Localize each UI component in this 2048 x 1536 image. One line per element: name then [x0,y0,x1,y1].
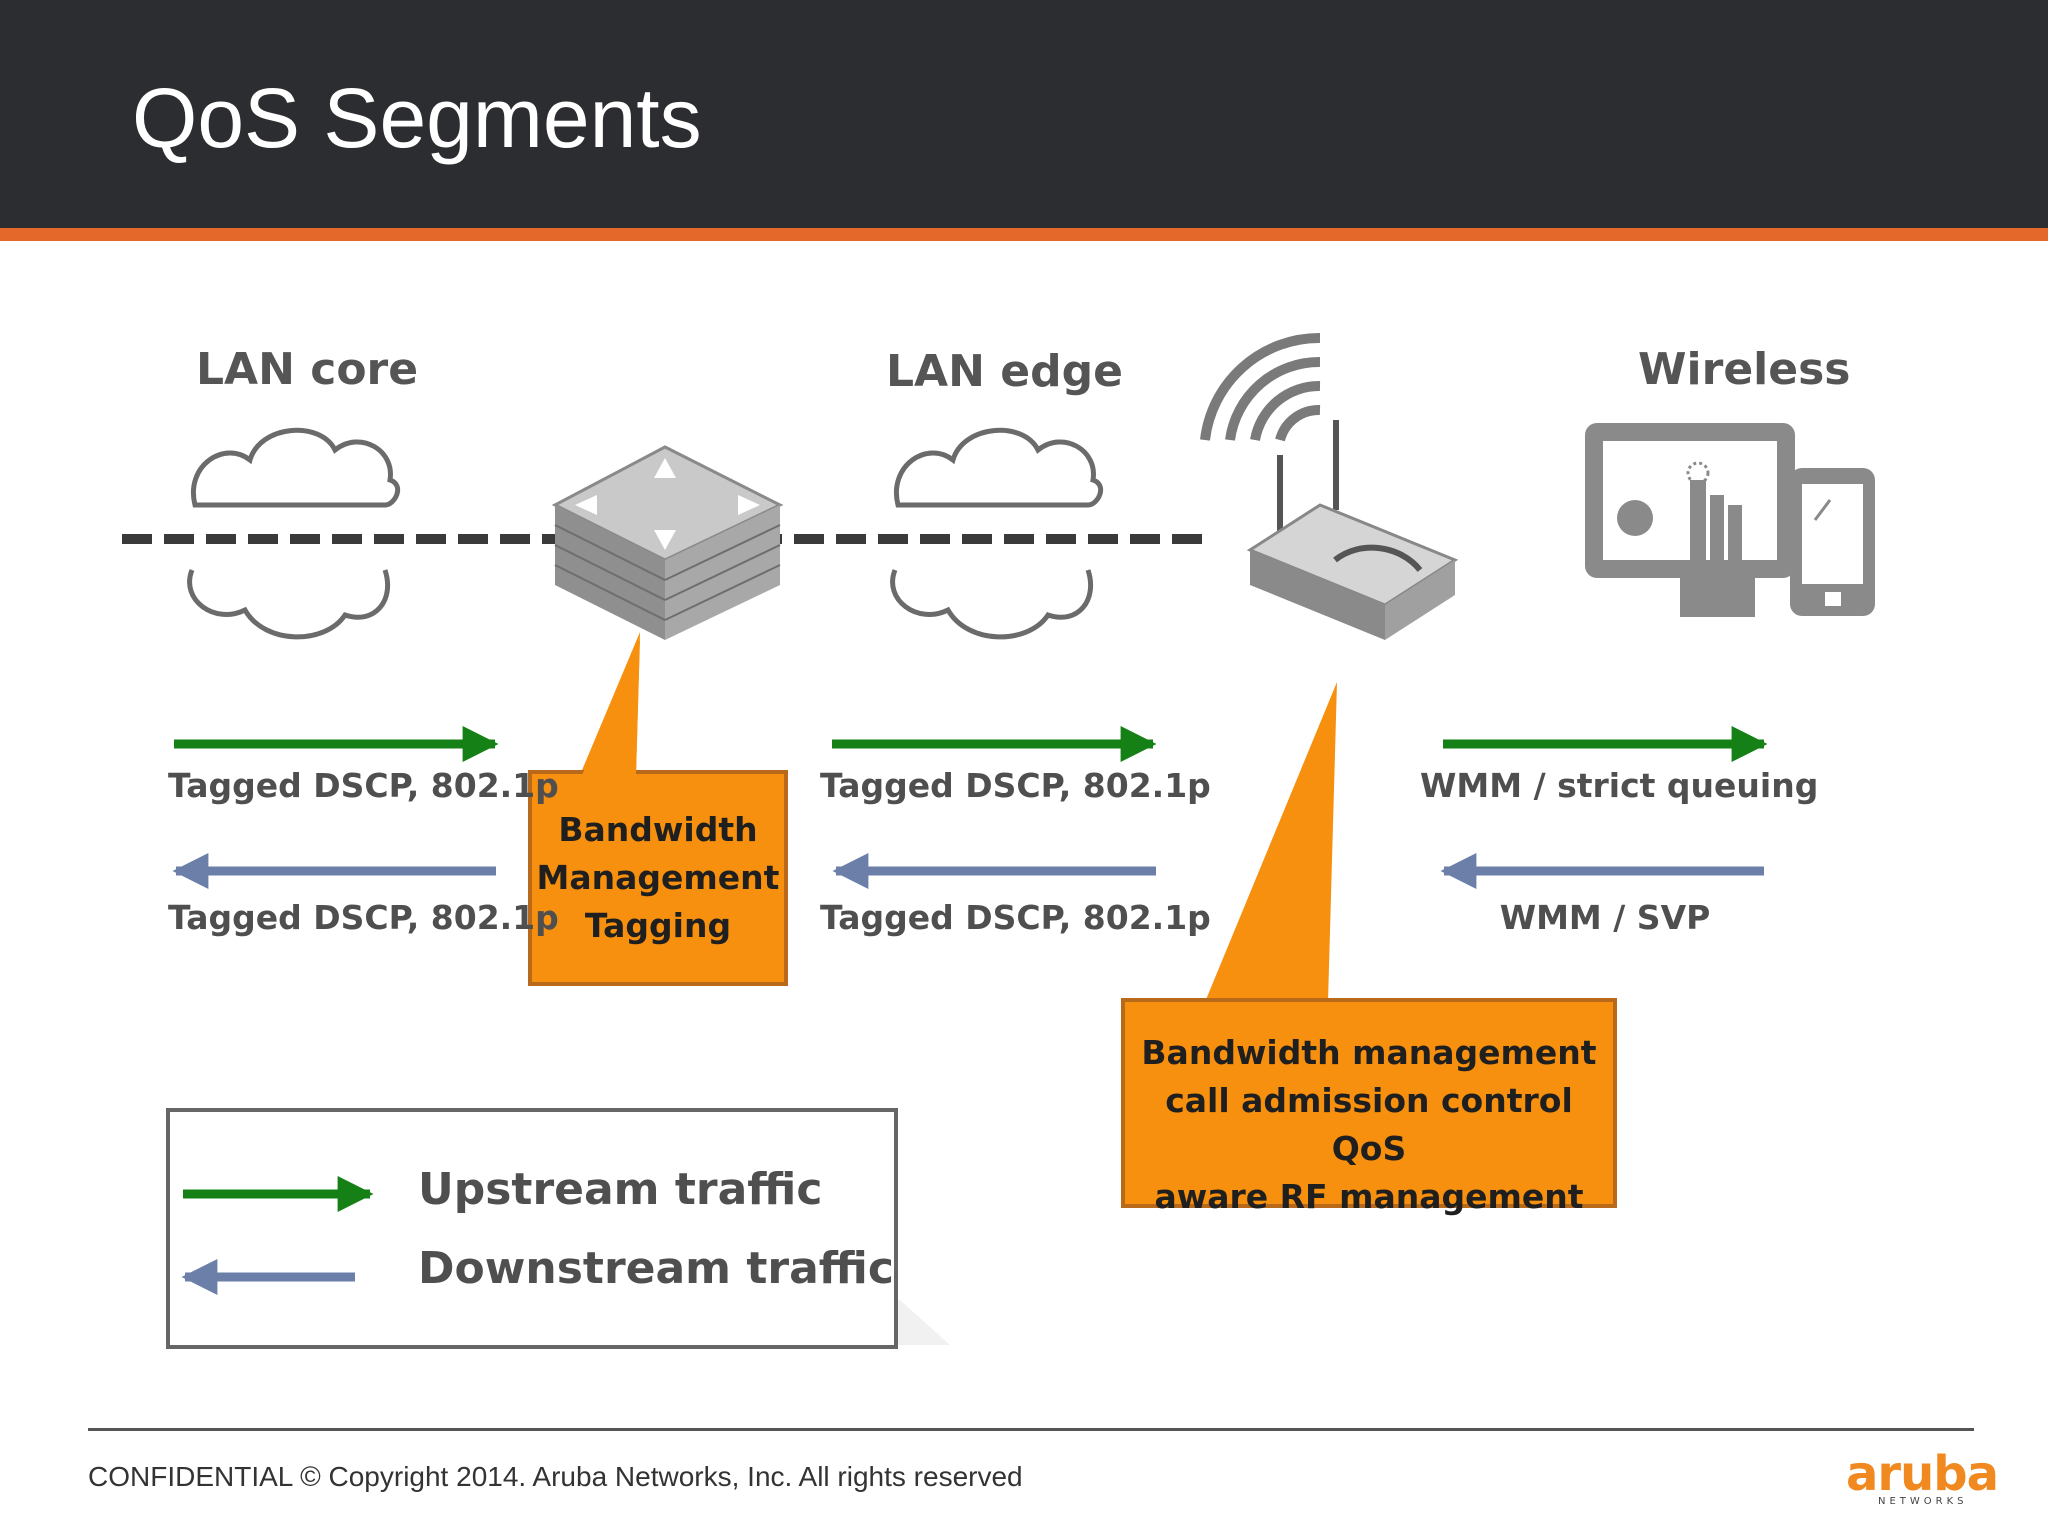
tablet-phone-icon [1585,423,1875,617]
aruba-logo: aruba [1846,1446,1999,1502]
switch-callout-text: Bandwidth Management Tagging [530,806,786,950]
downstream-label-lan-core: Tagged DSCP, 802.1p [168,898,559,937]
upstream-label-lan-edge: Tagged DSCP, 802.1p [820,766,1211,805]
switch-callout [528,632,788,986]
upstream-label-wireless: WMM / strict queuing [1420,766,1819,805]
downstream-label-wireless: WMM / SVP [1499,898,1711,937]
legend-upstream-label: Upstream traffic [418,1164,823,1215]
upstream-label-lan-core: Tagged DSCP, 802.1p [168,766,559,805]
slide-header [0,0,2048,228]
cloud-icon [187,427,401,640]
footer-copyright: CONFIDENTIAL © Copyright 2014. Aruba Net… [88,1461,1023,1492]
access-point-callout [1121,682,1617,1208]
footer-divider [88,1428,1974,1431]
slide-title: QoS Segments [132,71,702,165]
segment-label-wireless: Wireless [1638,344,1851,395]
legend-box [166,1108,950,1349]
access-point-callout-text: Bandwidth management call admission cont… [1123,1029,1615,1221]
segment-label-lan-edge: LAN edge [886,346,1123,397]
switch-callout-line: Bandwidth [558,810,758,849]
switch-callout-line: Tagging [584,906,732,945]
header-accent-bar [0,228,2048,241]
segment-label-lan-core: LAN core [196,344,419,395]
access-point-callout-line: call admission control QoS [1165,1081,1573,1168]
access-point-callout-line: Bandwidth management [1141,1033,1597,1072]
firewall-switch-icon [551,445,784,640]
access-point-callout-line: aware RF management [1154,1177,1584,1216]
legend-downstream-label: Downstream traffic [418,1243,894,1294]
aruba-logo-subtitle: NETWORKS [1878,1496,1968,1507]
downstream-label-lan-edge: Tagged DSCP, 802.1p [820,898,1211,937]
wireless-access-point-icon [1200,332,1459,640]
switch-callout-line: Management [536,858,780,897]
cloud-icon [890,427,1104,640]
